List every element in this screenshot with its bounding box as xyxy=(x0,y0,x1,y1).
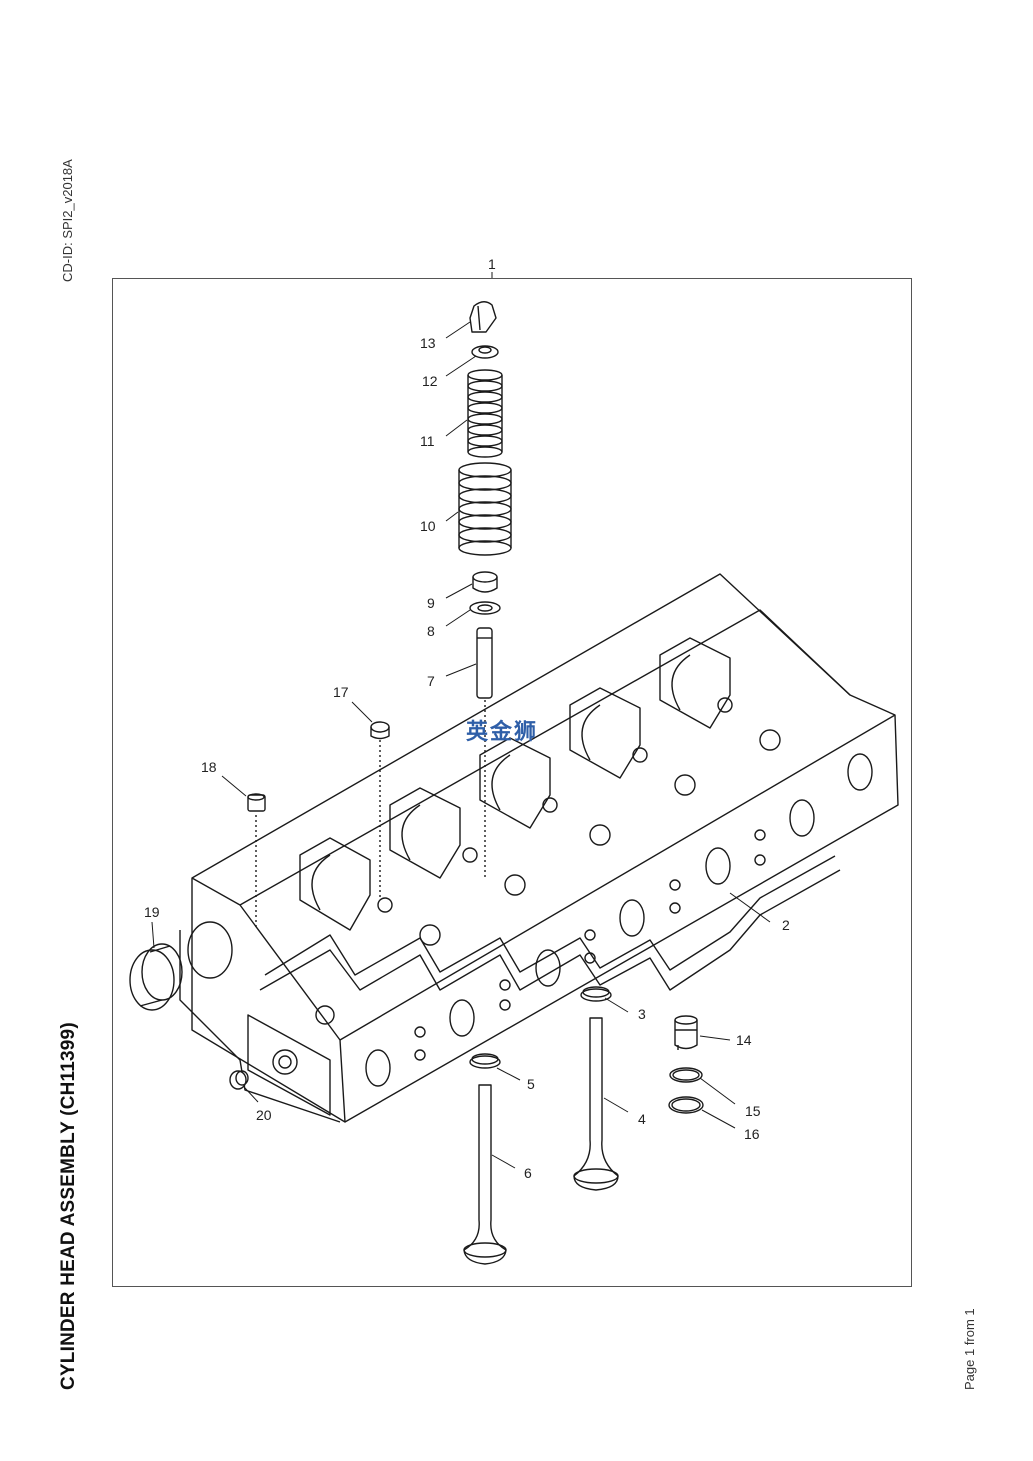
spring-cap xyxy=(471,345,499,359)
callout-labels: 1 2 3 4 5 6 7 8 9 10 11 12 13 14 15 16 1… xyxy=(144,256,790,1181)
valve-collet xyxy=(469,301,497,333)
callout-6: 6 xyxy=(524,1165,532,1181)
intake-valve xyxy=(463,1084,507,1265)
leader-lines xyxy=(151,272,771,1169)
diagram-frame xyxy=(112,278,912,1287)
callout-7: 7 xyxy=(427,673,435,689)
callout-19: 19 xyxy=(144,904,160,920)
o-ring-lower xyxy=(668,1096,704,1114)
valve-guide xyxy=(476,627,493,699)
callout-16: 16 xyxy=(744,1126,760,1142)
callout-3: 3 xyxy=(638,1006,646,1022)
dowel-sleeve xyxy=(247,793,266,812)
callout-15: 15 xyxy=(745,1103,761,1119)
intake-valve-seat xyxy=(469,1053,501,1069)
callout-9: 9 xyxy=(427,595,435,611)
inner-valve-spring xyxy=(467,369,503,458)
callout-14: 14 xyxy=(736,1032,752,1048)
callout-8: 8 xyxy=(427,623,435,639)
callout-1: 1 xyxy=(488,256,496,272)
callout-2: 2 xyxy=(782,917,790,933)
cylinder-head-block xyxy=(179,573,899,1123)
callout-5: 5 xyxy=(527,1076,535,1092)
callout-4: 4 xyxy=(638,1111,646,1127)
spring-washer xyxy=(469,601,501,615)
seal-ring xyxy=(129,943,183,1011)
callout-17: 17 xyxy=(333,684,349,700)
callout-11: 11 xyxy=(420,433,435,449)
block-side-ports xyxy=(365,753,873,1087)
o-ring-upper xyxy=(669,1067,703,1083)
watermark-logo: 英金狮 xyxy=(466,720,539,745)
deck-holes xyxy=(315,697,781,1025)
callout-10: 10 xyxy=(420,518,436,534)
callout-12: 12 xyxy=(422,373,438,389)
cup-plug xyxy=(370,721,390,740)
injector-sleeve xyxy=(674,1015,698,1050)
outer-valve-spring xyxy=(458,462,512,556)
exhaust-valve xyxy=(573,1017,619,1191)
exhaust-valve-seat xyxy=(580,986,612,1002)
callout-20: 20 xyxy=(256,1107,272,1123)
callout-18: 18 xyxy=(201,759,217,775)
core-plug xyxy=(229,1070,249,1090)
callout-13: 13 xyxy=(420,335,436,351)
valve-stem-seal xyxy=(472,571,498,593)
